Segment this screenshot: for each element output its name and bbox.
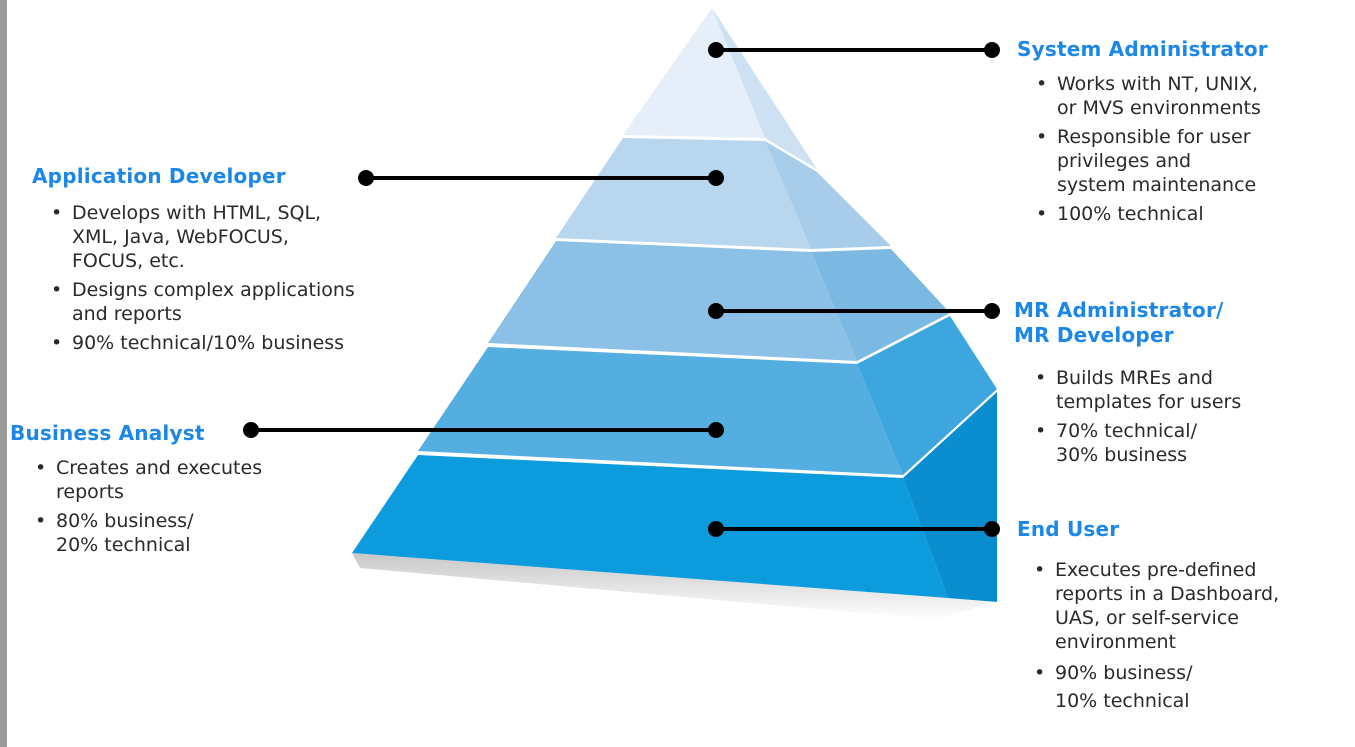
list-item: Develops with HTML, SQL, XML, Java, WebF… <box>48 201 372 273</box>
bullet-line: and reports <box>72 303 182 325</box>
bullet-line: privileges and <box>1057 150 1192 172</box>
title-line: MR Administrator/ <box>1014 298 1224 322</box>
tier-app-dev-side <box>765 141 891 249</box>
bullet-line: reports <box>56 481 124 503</box>
list-item: Builds MREs and templates for users <box>1032 366 1344 414</box>
list-item: Responsible for user privileges and syst… <box>1033 125 1347 197</box>
tier-business-analyst-front <box>418 347 903 475</box>
pyramid-shadow <box>352 553 990 620</box>
connector-dot <box>708 422 724 438</box>
bullet-list: Works with NT, UNIX, or MVS environments… <box>1033 72 1347 226</box>
list-item: Creates and executes reports <box>32 456 330 504</box>
tier-end-user-front <box>352 455 948 598</box>
bullet-line: templates for users <box>1056 391 1242 413</box>
list-item: Designs complex applications and reports <box>48 278 372 326</box>
tier-mr-admin-side <box>811 249 950 361</box>
connector-dot <box>708 170 724 186</box>
bullet-line: Responsible for user <box>1057 126 1251 148</box>
role-title: Application Developer <box>32 164 372 189</box>
bullet-line: 100% technical <box>1057 203 1204 225</box>
bullet-line: 80% business/ <box>56 510 194 532</box>
connector-app-dev <box>358 170 724 186</box>
title-line: End User <box>1017 517 1120 541</box>
bullet-line: 70% technical/ <box>1056 420 1197 442</box>
role-system-administrator: System Administrator Works with NT, UNIX… <box>1017 37 1347 231</box>
list-item: 100% technical <box>1033 202 1347 226</box>
connector-mr-admin <box>708 303 1000 319</box>
bullet-list: Builds MREs and templates for users 70% … <box>1032 366 1344 467</box>
connector-end-user <box>708 521 1000 537</box>
bullet-line: system maintenance <box>1057 174 1257 196</box>
connector-dot <box>708 303 724 319</box>
bullet-line: XML, Java, WebFOCUS, <box>72 226 289 248</box>
bullet-list: Executes pre-defined reports in a Dashbo… <box>1031 558 1347 715</box>
role-business-analyst: Business Analyst Creates and executes re… <box>10 421 330 562</box>
bullet-line: Executes pre-defined <box>1055 559 1257 581</box>
bullet-line: 90% business/ <box>1055 662 1193 684</box>
connector-dot <box>984 521 1000 537</box>
tier-business-analyst-side <box>857 316 997 475</box>
bullet-line: Develops with HTML, SQL, <box>72 202 322 224</box>
role-title: Business Analyst <box>10 421 330 446</box>
role-end-user: End User Executes pre-defined reports in… <box>1017 517 1347 720</box>
connector-dot <box>243 422 259 438</box>
title-line: Application Developer <box>32 164 286 188</box>
role-title: System Administrator <box>1017 37 1347 62</box>
role-title: MR Administrator/ MR Developer <box>1014 298 1344 348</box>
bullet-line: Works with NT, UNIX, <box>1057 73 1259 95</box>
connector-dot <box>708 42 724 58</box>
connector-dot <box>708 521 724 537</box>
tier-app-dev-front <box>556 138 811 249</box>
connector-dot <box>984 303 1000 319</box>
bullet-line: reports in a Dashboard, <box>1055 583 1280 605</box>
bullet-line: 20% technical <box>56 534 191 556</box>
bullet-line: environment <box>1055 631 1177 653</box>
connector-dot <box>984 42 1000 58</box>
role-mr-administrator: MR Administrator/ MR Developer Builds MR… <box>1014 298 1344 472</box>
bullet-line: 30% business <box>1056 444 1188 466</box>
role-title: End User <box>1017 517 1347 542</box>
connector-system-admin <box>708 42 1000 58</box>
left-border-rule <box>0 0 7 747</box>
bullet-line: 10% technical <box>1055 690 1190 712</box>
connector-dot <box>358 170 374 186</box>
bullet-list: Develops with HTML, SQL, XML, Java, WebF… <box>48 201 372 355</box>
list-item: 90% technical/10% business <box>48 331 372 355</box>
tier-end-user-side <box>903 392 997 602</box>
bullet-line: Designs complex applications <box>72 279 355 301</box>
list-item: Works with NT, UNIX, or MVS environments <box>1033 72 1347 120</box>
title-line: System Administrator <box>1017 37 1268 61</box>
list-item: 80% business/ 20% technical <box>32 509 330 557</box>
title-line: Business Analyst <box>10 421 205 445</box>
bullet-line: 90% technical/10% business <box>72 332 345 354</box>
role-application-developer: Application Developer Develops with HTML… <box>32 164 372 360</box>
bullet-line: Creates and executes <box>56 457 263 479</box>
bullet-line: UAS, or self-service <box>1055 607 1239 629</box>
tier-system-admin-front <box>623 8 765 138</box>
bullet-line: FOCUS, etc. <box>72 250 185 272</box>
bullet-line: Builds MREs and <box>1056 367 1213 389</box>
bullet-list: Creates and executes reports 80% busines… <box>32 456 330 557</box>
list-item: 90% business/ 10% technical <box>1031 659 1347 715</box>
bullet-line: or MVS environments <box>1057 97 1261 119</box>
connector-business-analyst <box>243 422 724 438</box>
tier-mr-admin-front <box>488 241 857 361</box>
list-item: Executes pre-defined reports in a Dashbo… <box>1031 558 1347 654</box>
title-line: MR Developer <box>1014 323 1174 347</box>
list-item: 70% technical/ 30% business <box>1032 419 1344 467</box>
